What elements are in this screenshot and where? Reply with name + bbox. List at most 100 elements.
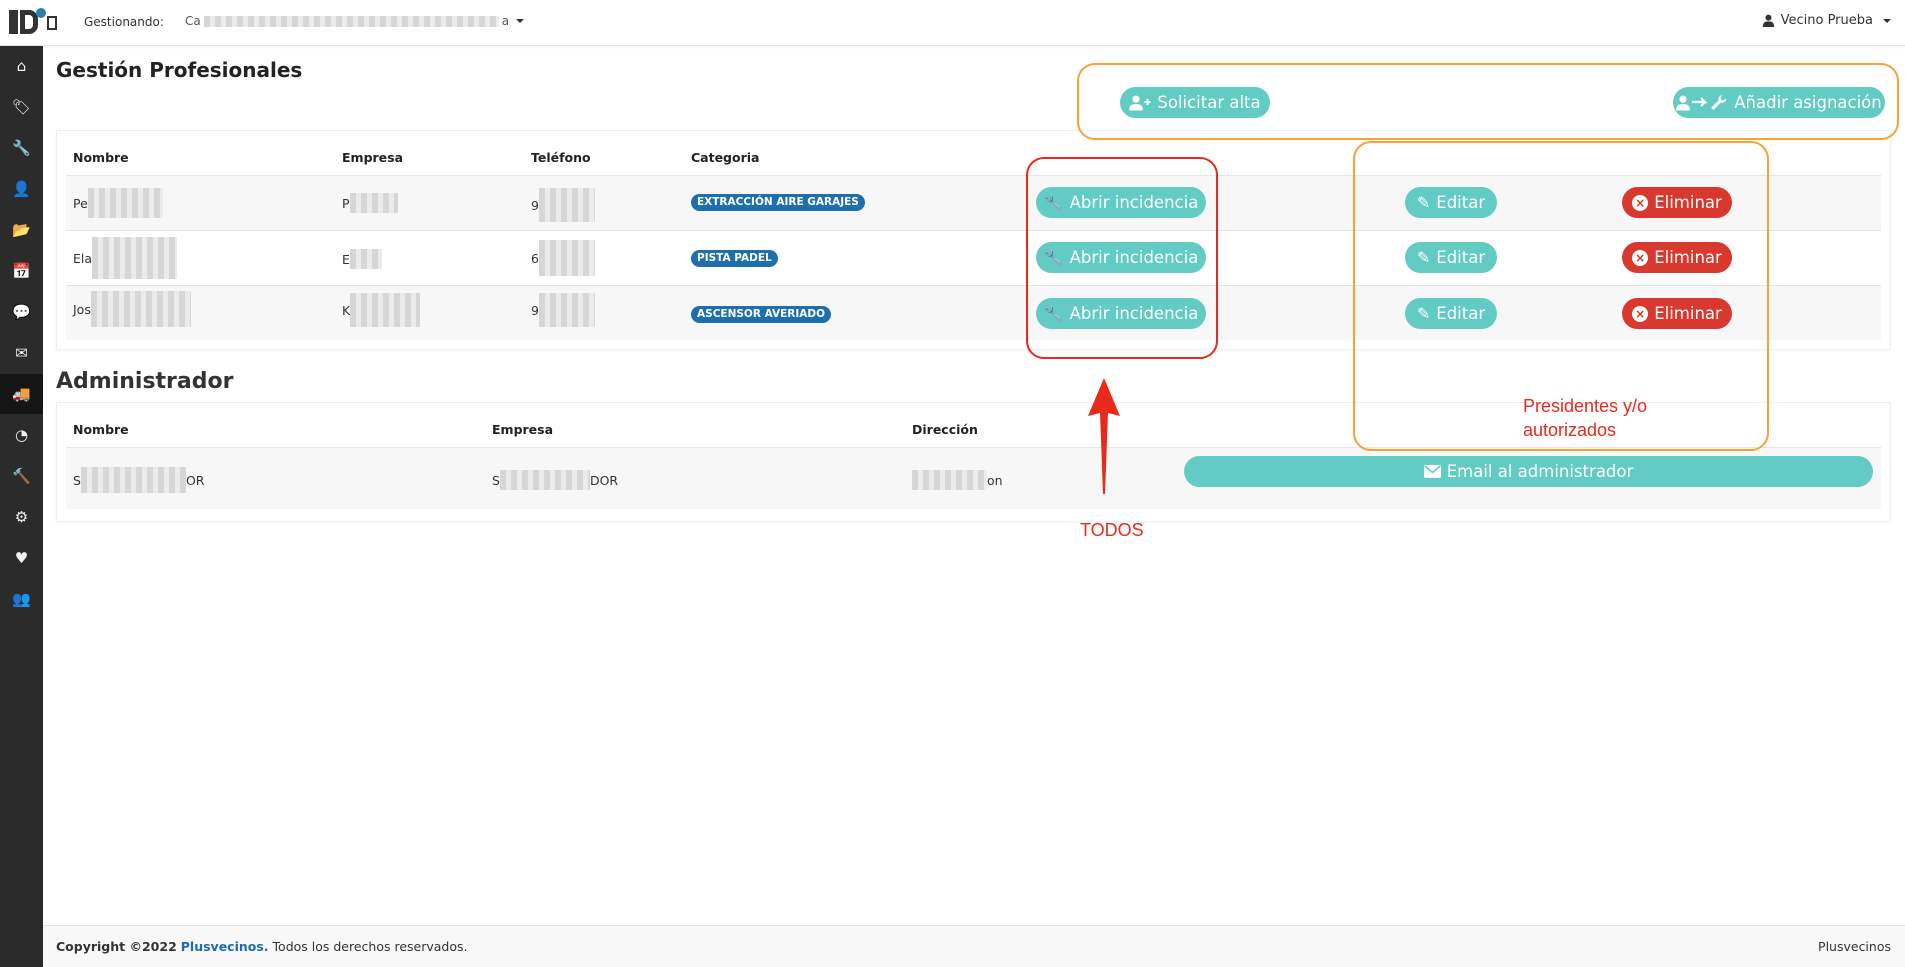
delete-label: Eliminar bbox=[1654, 248, 1722, 267]
sidebar-item-comments[interactable]: 💬 bbox=[0, 292, 43, 332]
sidebar-item-pie-chart[interactable]: ◔ bbox=[0, 415, 43, 455]
company-visible-part: P bbox=[342, 195, 350, 211]
name-visible-part: Ela bbox=[73, 250, 93, 266]
chevron-down-icon bbox=[1883, 18, 1891, 23]
request-registration-button[interactable]: Solicitar alta bbox=[1120, 87, 1270, 118]
email-administrator-button[interactable]: Email al administrador bbox=[1184, 456, 1873, 487]
delete-button[interactable]: × Eliminar bbox=[1622, 242, 1732, 273]
company-visible-part: K bbox=[342, 302, 351, 318]
redacted-text bbox=[349, 193, 398, 213]
wrench-icon: 🔧 bbox=[1043, 248, 1064, 267]
phone-visible-part: 9 bbox=[531, 302, 539, 318]
professional-phone: 9 bbox=[531, 293, 595, 327]
community-name-end: a bbox=[501, 14, 510, 28]
redacted-text bbox=[349, 249, 382, 269]
category-badge: EXTRACCIÓN AIRE GARAJES bbox=[691, 194, 865, 211]
column-header-company: Empresa bbox=[492, 422, 554, 437]
administrator-title: Administrador bbox=[56, 369, 234, 394]
user-arrow-wrench-icon bbox=[1676, 94, 1727, 110]
delete-button[interactable]: × Eliminar bbox=[1622, 298, 1732, 329]
copyright-text: Copyright ©2022 bbox=[56, 939, 177, 954]
annotation-presidents-label: Presidentes y/o autorizados bbox=[1523, 394, 1647, 442]
sidebar-item-folder[interactable]: 📂 bbox=[0, 210, 43, 250]
user-icon: 👤 bbox=[12, 180, 31, 198]
professional-company: E bbox=[342, 249, 382, 269]
top-bar: Gestionando: Ca a Vecino Prueba bbox=[0, 0, 1905, 46]
add-assignment-label: Añadir asignación bbox=[1734, 93, 1882, 112]
redacted-text bbox=[80, 467, 186, 493]
professional-name: Ela bbox=[73, 237, 178, 279]
app-logo[interactable] bbox=[9, 8, 59, 36]
edit-button[interactable]: ✎ Editar bbox=[1405, 298, 1497, 329]
sidebar-item-tags[interactable]: 🏷 bbox=[0, 87, 43, 127]
redacted-text bbox=[92, 237, 178, 279]
pencil-icon: ✎ bbox=[1416, 304, 1431, 323]
brand-link[interactable]: Plusvecinos. bbox=[180, 939, 269, 954]
sidebar-item-calendar[interactable]: 📅 bbox=[0, 251, 43, 291]
column-header-phone: Teléfono bbox=[531, 150, 591, 165]
sidebar-item-cogs[interactable]: ⚙ bbox=[0, 497, 43, 537]
professional-company: P bbox=[342, 193, 398, 213]
delete-button[interactable]: × Eliminar bbox=[1622, 187, 1732, 218]
annotation-presidents-line2: autorizados bbox=[1523, 420, 1617, 440]
page-title: Gestión Profesionales bbox=[56, 58, 303, 82]
sidebar-item-truck[interactable]: 🚚 bbox=[0, 374, 43, 414]
request-registration-label: Solicitar alta bbox=[1157, 93, 1261, 112]
footer-copyright: Copyright ©2022 Plusvecinos. Todos los d… bbox=[56, 939, 468, 954]
category-badge: ASCENSOR AVERIADO bbox=[691, 306, 832, 323]
user-menu[interactable]: Vecino Prueba bbox=[1762, 13, 1891, 28]
sidebar-item-users[interactable]: 👥 bbox=[0, 579, 43, 619]
add-assignment-button[interactable]: Añadir asignación bbox=[1673, 87, 1885, 118]
pie-chart-icon: ◔ bbox=[14, 426, 29, 444]
hammer-icon: 🔨 bbox=[12, 467, 31, 485]
sidebar-item-home[interactable]: ⌂ bbox=[0, 46, 43, 86]
cogs-icon: ⚙ bbox=[14, 508, 29, 526]
user-name: Vecino Prueba bbox=[1780, 13, 1873, 28]
redacted-text bbox=[538, 293, 595, 327]
delete-label: Eliminar bbox=[1654, 193, 1722, 212]
edit-button[interactable]: ✎ Editar bbox=[1405, 242, 1497, 273]
sidebar-item-heart[interactable]: ♥ bbox=[0, 538, 43, 578]
column-header-category: Categoria bbox=[691, 150, 760, 165]
open-issue-button[interactable]: 🔧 Abrir incidencia bbox=[1036, 298, 1206, 329]
heart-icon: ♥ bbox=[14, 549, 29, 567]
professional-phone: 6 bbox=[531, 240, 595, 276]
tags-icon: 🏷 bbox=[11, 98, 32, 116]
annotation-all-label: TODOS bbox=[1080, 520, 1144, 540]
company-visible-part: DOR bbox=[589, 472, 619, 488]
pencil-icon: ✎ bbox=[1416, 193, 1431, 212]
delete-label: Eliminar bbox=[1654, 304, 1722, 323]
chevron-down-icon bbox=[516, 19, 525, 23]
sidebar-item-wrench[interactable]: 🔧 bbox=[0, 128, 43, 168]
edit-label: Editar bbox=[1436, 248, 1486, 267]
sidebar-item-user[interactable]: 👤 bbox=[0, 169, 43, 209]
administrator-address: on bbox=[912, 470, 1003, 490]
truck-icon: 🚚 bbox=[12, 385, 31, 403]
company-visible-part: S bbox=[492, 472, 500, 488]
redacted-text bbox=[499, 470, 590, 490]
annotation-box-top-actions bbox=[1077, 63, 1899, 140]
open-issue-button[interactable]: 🔧 Abrir incidencia bbox=[1036, 242, 1206, 273]
open-issue-button[interactable]: 🔧 Abrir incidencia bbox=[1036, 187, 1206, 218]
times-circle-icon: × bbox=[1632, 194, 1649, 211]
times-circle-icon: × bbox=[1632, 249, 1649, 266]
professional-phone: 9 bbox=[531, 188, 595, 222]
edit-button[interactable]: ✎ Editar bbox=[1405, 187, 1497, 218]
sidebar-item-hammer[interactable]: 🔨 bbox=[0, 456, 43, 496]
user-plus-icon bbox=[1129, 95, 1151, 110]
community-selector[interactable]: Ca a bbox=[185, 14, 525, 28]
redacted-text bbox=[350, 293, 421, 327]
redacted-text bbox=[87, 188, 163, 218]
times-circle-icon: × bbox=[1632, 305, 1649, 322]
rights-text: Todos los derechos reservados. bbox=[272, 939, 468, 954]
sidebar-item-envelope[interactable]: ✉ bbox=[0, 333, 43, 373]
redacted-text bbox=[912, 470, 987, 490]
name-visible-part: Pe bbox=[73, 195, 88, 211]
column-header-company: Empresa bbox=[342, 150, 404, 165]
envelope-icon: ✉ bbox=[15, 344, 28, 362]
sidebar: ⌂ 🏷 🔧 👤 📂📅💬 ✉ 🚚 ◔ 🔨 ⚙ ♥ 👥 bbox=[0, 46, 43, 967]
footer-brand: Plusvecinos bbox=[1818, 939, 1891, 954]
address-visible-part: on bbox=[987, 472, 1003, 488]
redacted-text bbox=[538, 240, 595, 276]
